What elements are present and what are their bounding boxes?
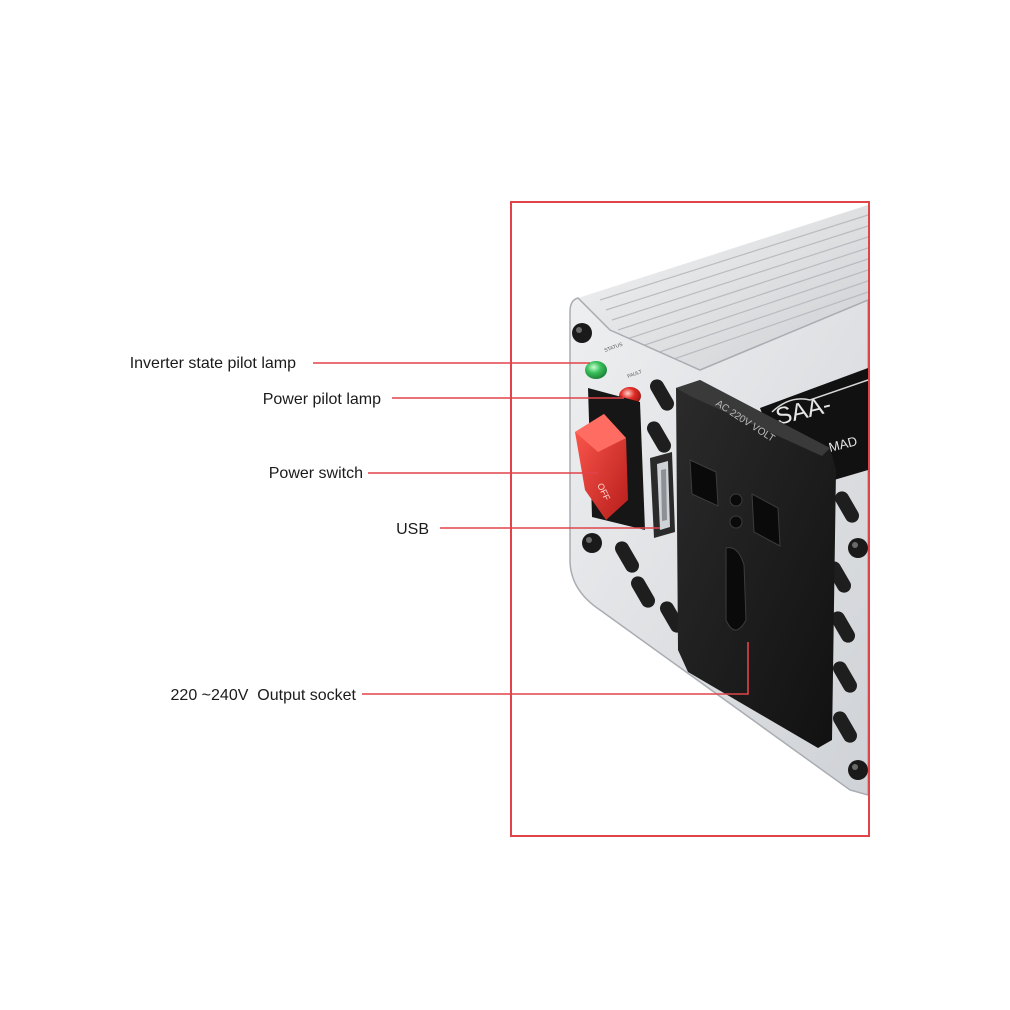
socket-hole-right [751,493,781,547]
label-inverter-state-pilot-lamp: Inverter state pilot lamp [130,355,296,372]
label-output-socket: 220 ~240V Output socket [171,687,357,704]
usb-port[interactable] [650,452,675,538]
screw-bottom-right [848,760,868,780]
socket-pin-hole-top [729,493,743,507]
callout-line-output-socket [362,642,749,695]
socket-hole-left [689,459,719,507]
output-socket[interactable]: AC 220V VOLT [676,380,836,748]
inverter-device: SAA- MAD [569,205,869,796]
screw-bottom-left [582,533,602,553]
label-power-pilot-lamp: Power pilot lamp [263,391,381,408]
screw-top-left [572,323,592,343]
highlight-frame [510,201,870,837]
socket-pin-hole-mid [729,515,743,529]
label-made-text: MAD [827,433,859,455]
power-switch[interactable]: OFF [575,388,645,530]
screw-right [848,538,868,558]
label-usb: USB [396,521,429,538]
socket-earth-hole [725,547,747,631]
heatsink-ribs [599,214,869,371]
led-red-caption: FAULT [627,369,643,380]
label-power-switch: Power switch [269,465,363,482]
callout-lines [313,362,749,695]
